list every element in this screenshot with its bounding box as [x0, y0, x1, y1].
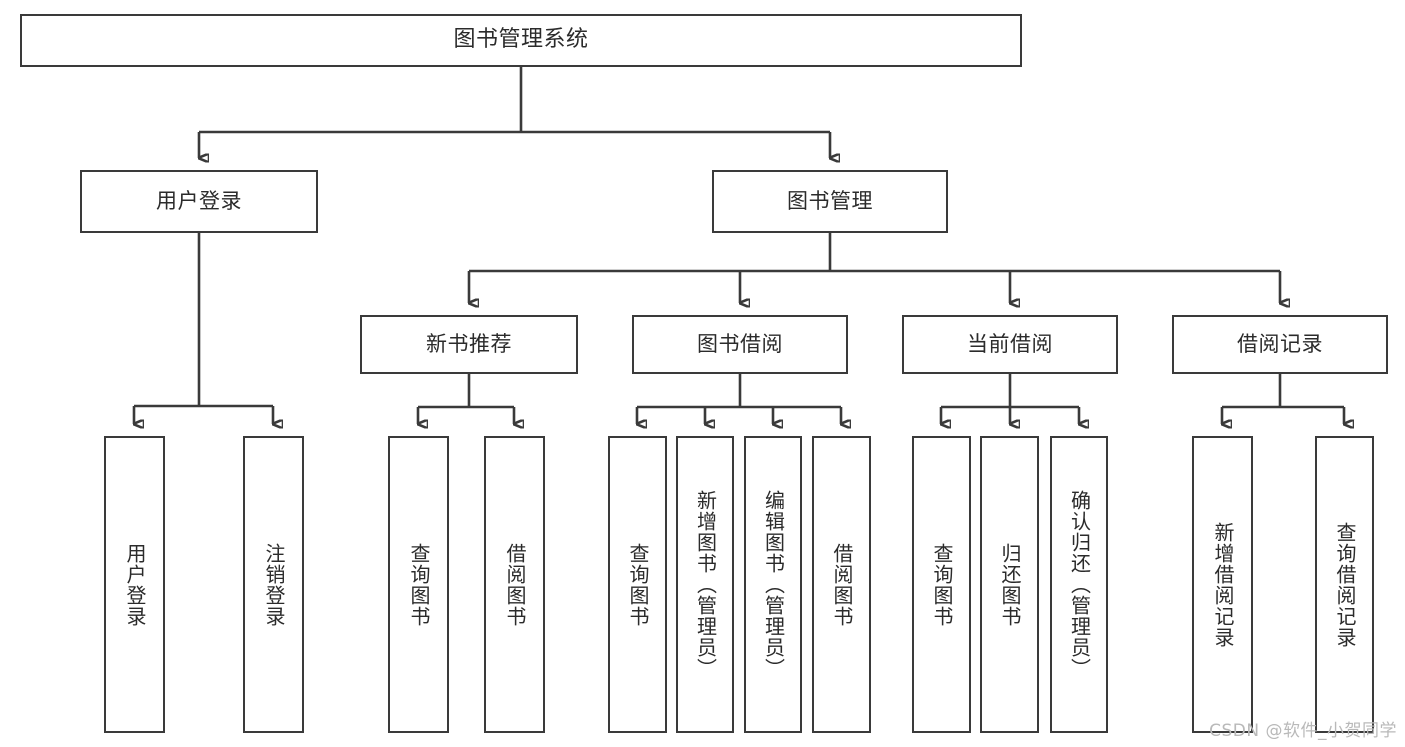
leaf-node[interactable]: 注销登录: [243, 436, 304, 733]
leaf-node-label: 查询图书: [407, 542, 431, 627]
node-book-management-label: 图书管理: [787, 188, 873, 213]
leaf-node-label: 查询图书: [930, 542, 954, 627]
leaf-node[interactable]: 查询图书: [608, 436, 667, 733]
node-borrow-record-label: 借阅记录: [1237, 331, 1323, 356]
leaf-node-label: 新增借阅记录: [1211, 521, 1235, 648]
leaf-node[interactable]: 查询图书: [912, 436, 971, 733]
node-book-borrow[interactable]: 图书借阅: [632, 315, 848, 374]
leaf-node-label: 确认归还（管理员）: [1067, 490, 1092, 679]
leaf-node-label: 新增图书（管理员）: [693, 490, 718, 679]
leaf-node-label: 查询图书: [626, 542, 650, 627]
node-current-borrow-label: 当前借阅: [967, 331, 1053, 356]
leaf-node-label: 编辑图书（管理员）: [761, 490, 786, 679]
node-new-book-recommend-label: 新书推荐: [426, 331, 512, 356]
node-borrow-record[interactable]: 借阅记录: [1172, 315, 1388, 374]
leaf-node[interactable]: 新增图书（管理员）: [676, 436, 734, 733]
csdn-watermark: CSDN @软件_小贺同学: [1209, 721, 1397, 741]
node-user-login-label: 用户登录: [156, 188, 242, 213]
leaf-node[interactable]: 查询图书: [388, 436, 449, 733]
leaf-node[interactable]: 新增借阅记录: [1192, 436, 1253, 733]
node-current-borrow[interactable]: 当前借阅: [902, 315, 1118, 374]
node-root-label: 图书管理系统: [453, 27, 589, 53]
node-user-login[interactable]: 用户登录: [80, 170, 318, 233]
leaf-node[interactable]: 借阅图书: [484, 436, 545, 733]
node-book-management[interactable]: 图书管理: [712, 170, 948, 233]
leaf-node[interactable]: 查询借阅记录: [1315, 436, 1374, 733]
leaf-node-label: 用户登录: [123, 542, 147, 627]
leaf-node-label: 借阅图书: [503, 542, 527, 627]
leaf-node[interactable]: 确认归还（管理员）: [1050, 436, 1108, 733]
node-root-system[interactable]: 图书管理系统: [20, 14, 1022, 67]
leaf-node[interactable]: 借阅图书: [812, 436, 871, 733]
leaf-node[interactable]: 编辑图书（管理员）: [744, 436, 802, 733]
leaf-node-label: 借阅图书: [830, 542, 854, 627]
node-book-borrow-label: 图书借阅: [697, 331, 783, 356]
leaf-node-label: 归还图书: [998, 542, 1022, 627]
leaf-node[interactable]: 归还图书: [980, 436, 1039, 733]
leaf-node[interactable]: 用户登录: [104, 436, 165, 733]
node-new-book-recommend[interactable]: 新书推荐: [360, 315, 578, 374]
leaf-node-label: 查询借阅记录: [1333, 521, 1357, 648]
leaf-node-label: 注销登录: [262, 542, 286, 627]
